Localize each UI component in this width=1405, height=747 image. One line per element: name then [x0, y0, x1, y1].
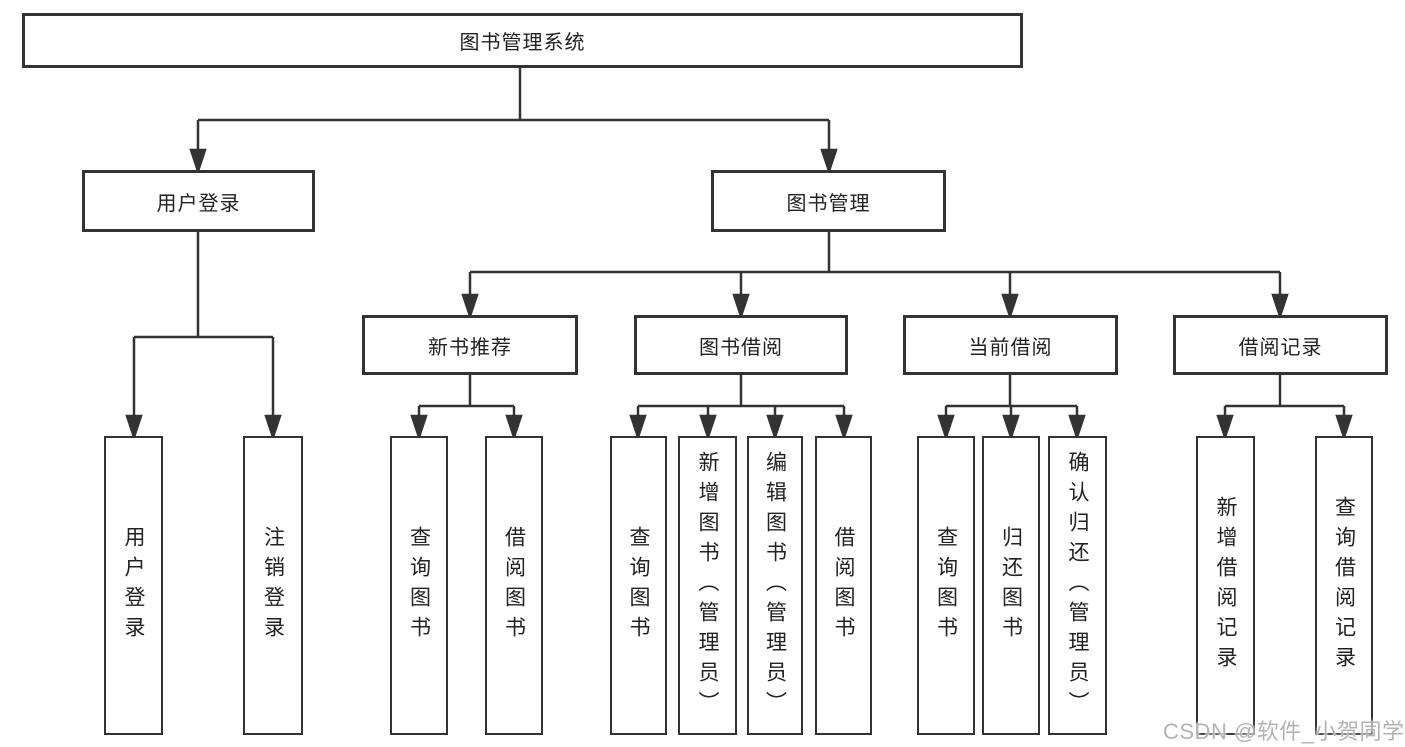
node-label: 借阅记录 — [1238, 336, 1323, 359]
connector-record-to-leaves — [1216, 375, 1353, 441]
node-leaf-borrow-books: 借阅图书 — [815, 436, 872, 735]
arrowhead — [1068, 414, 1086, 441]
node-leaf-user-login: 用户登录 — [104, 436, 163, 735]
node-leaf-return-books: 归还图书 — [982, 436, 1040, 735]
arrowhead — [699, 414, 717, 441]
node-label: 当前借阅 — [968, 336, 1053, 359]
node-label: 确认归还（管理员） — [1066, 450, 1089, 721]
connector-newbook-to-leaves — [410, 375, 523, 441]
node-group-book-borrowing: 图书借阅 — [634, 315, 848, 375]
watermark: CSDN @软件_小贺同学 — [1163, 719, 1405, 744]
node-group-new-book-recommend: 新书推荐 — [362, 315, 578, 375]
arrowhead — [189, 148, 207, 175]
arrowhead — [1271, 293, 1289, 320]
node-label: 查询图书 — [627, 525, 650, 646]
node-root-system: 图书管理系统 — [22, 13, 1023, 68]
node-label: 注销登录 — [261, 525, 285, 646]
node-branch-user-login: 用户登录 — [82, 170, 315, 232]
arrowhead — [1001, 293, 1019, 320]
node-leaf-borrow-books: 借阅图书 — [485, 436, 543, 735]
node-label: 新书推荐 — [428, 336, 512, 359]
arrowhead — [410, 414, 428, 441]
node-label: 用户登录 — [122, 525, 145, 646]
arrowhead — [1216, 414, 1234, 441]
arrowhead — [732, 293, 750, 320]
node-leaf-add-books-admin: 新增图书（管理员） — [678, 436, 737, 735]
arrowhead — [766, 414, 784, 441]
node-branch-book-management: 图书管理 — [711, 170, 946, 232]
connector-login-to-leaves — [125, 232, 282, 441]
node-group-current-borrowing: 当前借阅 — [903, 315, 1118, 375]
node-leaf-add-borrow-record: 新增借阅记录 — [1196, 436, 1255, 735]
connector-root-to-branches — [189, 68, 838, 175]
connector-current-to-leaves — [937, 375, 1086, 441]
node-label: 归还图书 — [999, 525, 1023, 646]
node-label: 新增借阅记录 — [1214, 495, 1237, 676]
node-leaf-query-borrow-record: 查询借阅记录 — [1315, 436, 1373, 735]
arrowhead — [1002, 414, 1020, 441]
node-label: 图书借阅 — [699, 336, 783, 359]
node-label: 图书管理 — [786, 192, 871, 215]
node-label: 查询图书 — [407, 525, 431, 646]
arrowhead — [820, 148, 838, 175]
node-leaf-confirm-return-admin: 确认归还（管理员） — [1048, 436, 1107, 735]
node-group-borrow-records: 借阅记录 — [1173, 315, 1388, 375]
node-label: 查询图书 — [934, 525, 958, 646]
connector-borrow-to-leaves — [629, 375, 853, 441]
arrowhead — [125, 414, 143, 441]
node-label: 编辑图书（管理员） — [763, 450, 787, 721]
node-label: 借阅图书 — [502, 525, 526, 646]
arrowhead — [264, 414, 282, 441]
node-leaf-logout: 注销登录 — [243, 436, 303, 735]
node-label: 新增图书（管理员） — [696, 450, 719, 721]
node-label: 借阅图书 — [832, 525, 855, 646]
arrowhead — [461, 293, 479, 320]
node-leaf-edit-books-admin: 编辑图书（管理员） — [747, 436, 803, 735]
node-label: 查询借阅记录 — [1332, 495, 1356, 676]
node-label: 用户登录 — [156, 192, 241, 215]
node-leaf-query-books: 查询图书 — [610, 436, 667, 735]
node-leaf-query-books: 查询图书 — [390, 436, 448, 735]
node-leaf-query-books: 查询图书 — [917, 436, 975, 735]
arrowhead — [835, 414, 853, 441]
arrowhead — [629, 414, 647, 441]
arrowhead — [1335, 414, 1353, 441]
arrowhead — [937, 414, 955, 441]
connector-mgmt-to-groups — [461, 232, 1289, 320]
node-label: 图书管理系统 — [459, 32, 586, 54]
arrowhead — [505, 414, 523, 441]
